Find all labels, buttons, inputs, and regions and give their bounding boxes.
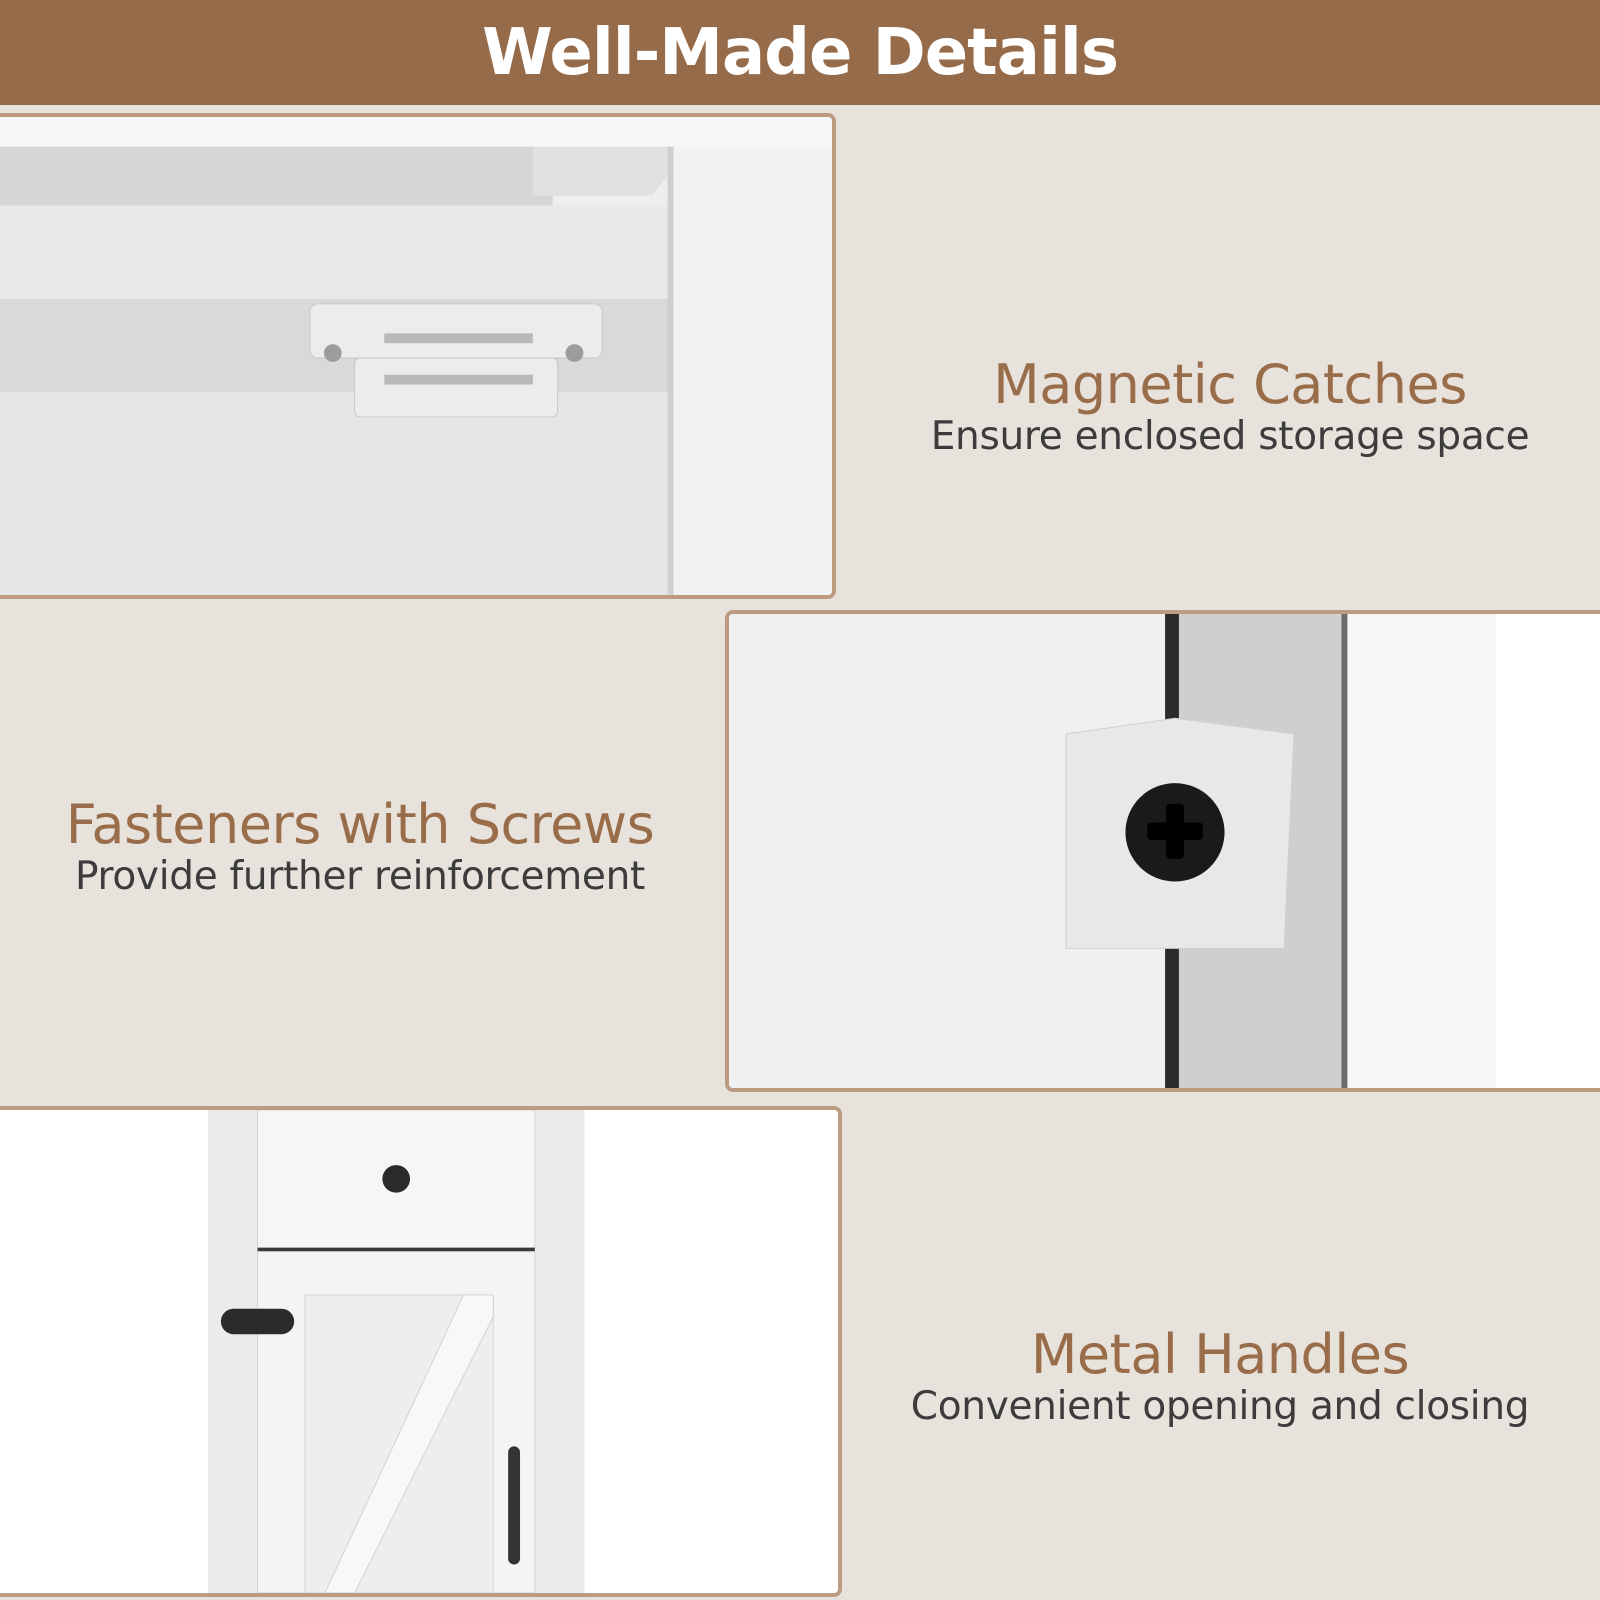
feature-title: Magnetic Catches [993,353,1467,416]
page-title: Well-Made Details [482,15,1119,90]
feature-subtitle: Provide further reinforcement [74,854,646,900]
feature-magnetic-catches: Magnetic Catches Ensure enclosed storage… [880,355,1580,461]
feature-title: Metal Handles [1030,1323,1410,1386]
feature-metal-handles: Metal Handles Convenient opening and clo… [860,1325,1580,1431]
cabinet-handle-photo [0,1106,842,1597]
page-header: Well-Made Details [0,0,1600,105]
screw-fastener-photo [725,610,1600,1092]
feature-title: Fasteners with Screws [65,793,655,856]
magnetic-catch-photo [0,113,836,599]
feature-subtitle: Convenient opening and closing [910,1384,1530,1430]
feature-subtitle: Ensure enclosed storage space [930,414,1530,460]
feature-fasteners-with-screws: Fasteners with Screws Provide further re… [20,795,700,901]
